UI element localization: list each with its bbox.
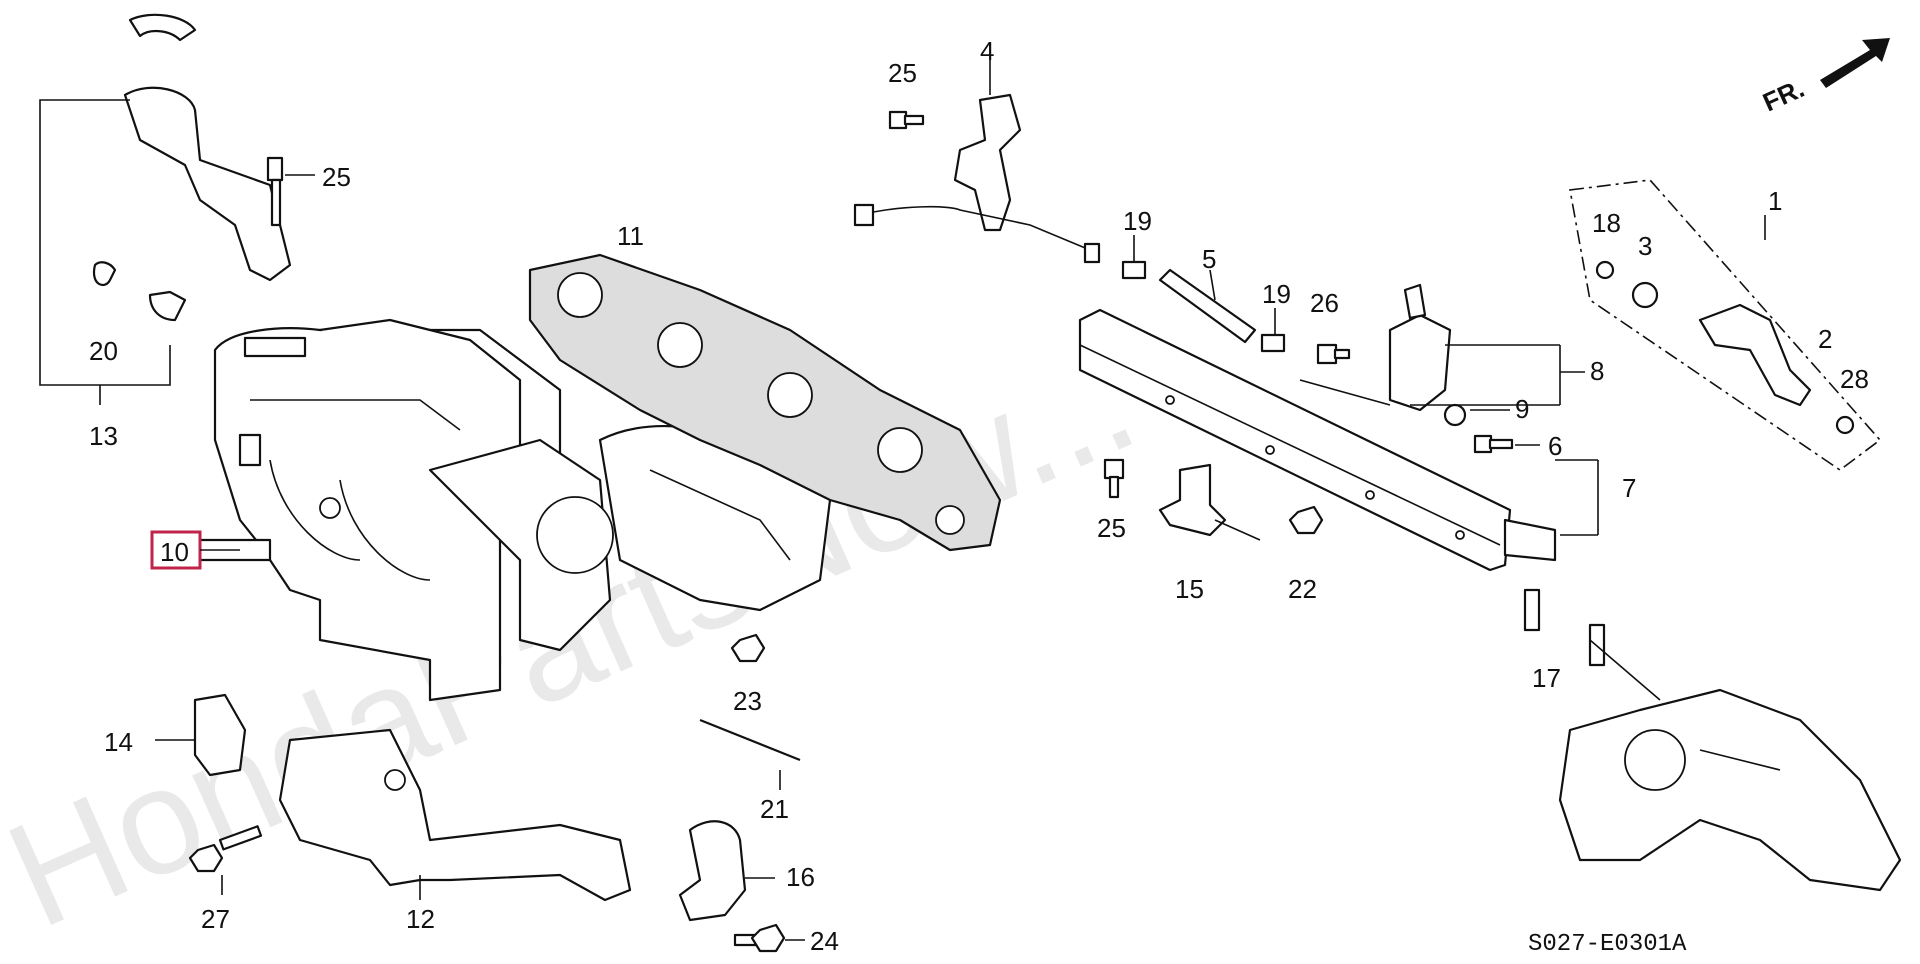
label-part-17[interactable]: 17	[1532, 663, 1561, 693]
o-ring-9[interactable]	[1443, 403, 1510, 427]
label-part-5[interactable]: 5	[1202, 244, 1216, 274]
nut-22[interactable]	[1288, 505, 1324, 535]
fuel-rail-7[interactable]	[1078, 308, 1599, 572]
label-part-19-right[interactable]: 19	[1262, 279, 1291, 309]
clip-16[interactable]	[678, 820, 775, 922]
bolt-25-mid[interactable]	[1103, 458, 1125, 499]
label-part-6[interactable]: 6	[1548, 431, 1562, 461]
label-part-1[interactable]: 1	[1768, 186, 1782, 216]
label-part-7[interactable]: 7	[1622, 473, 1636, 503]
stud-21[interactable]	[699, 718, 801, 790]
hose-5[interactable]	[1158, 268, 1257, 344]
front-direction-indicator: FR.	[1758, 38, 1890, 117]
bolt-27[interactable]	[188, 825, 263, 895]
diagram-code: S027-E0301A	[1528, 931, 1687, 958]
o-ring-18[interactable]	[1595, 260, 1615, 280]
pressure-regulator-8[interactable]	[1299, 283, 1585, 412]
direction-label: FR.	[1758, 73, 1808, 117]
label-part-8[interactable]: 8	[1590, 356, 1604, 386]
screw-6[interactable]	[1473, 434, 1540, 454]
label-part-20[interactable]: 20	[89, 336, 118, 366]
label-part-25-mid[interactable]: 25	[1097, 513, 1126, 543]
label-part-28[interactable]: 28	[1840, 364, 1869, 394]
fuel-pipe-bracket-4[interactable]	[853, 60, 1101, 264]
label-part-19-left[interactable]: 19	[1123, 206, 1152, 236]
label-part-25-top[interactable]: 25	[888, 58, 917, 88]
bolt-26[interactable]	[1316, 343, 1351, 365]
gasket-11[interactable]	[528, 253, 1002, 552]
front-arrow-icon	[1820, 38, 1890, 88]
injector-group-1[interactable]	[1569, 179, 1882, 471]
label-part-2[interactable]: 2	[1818, 324, 1832, 354]
clamp-19-left[interactable]	[1121, 235, 1147, 280]
cylinder-head-ref	[1558, 639, 1902, 892]
label-part-4[interactable]: 4	[980, 36, 994, 66]
bracket-12[interactable]	[278, 728, 632, 902]
label-part-12[interactable]: 12	[406, 904, 435, 934]
label-part-27[interactable]: 27	[201, 904, 230, 934]
label-part-13[interactable]: 13	[89, 421, 118, 451]
part-10-callout[interactable]	[150, 530, 240, 570]
label-part-15[interactable]: 15	[1175, 574, 1204, 604]
injector-2[interactable]	[1698, 303, 1812, 407]
seal-3[interactable]	[1631, 281, 1659, 309]
label-part-16[interactable]: 16	[786, 862, 815, 892]
label-part-25-left[interactable]: 25	[322, 162, 351, 192]
label-part-14[interactable]: 14	[104, 727, 133, 757]
label-part-21[interactable]: 21	[760, 794, 789, 824]
label-part-11[interactable]: 11	[617, 221, 644, 251]
label-part-23[interactable]: 23	[733, 686, 762, 716]
bolt-25-top[interactable]	[888, 110, 925, 130]
nut-23[interactable]	[730, 633, 766, 663]
bolt-25-left[interactable]	[266, 156, 315, 227]
clamp-19-right[interactable]	[1260, 308, 1286, 353]
label-part-18[interactable]: 18	[1592, 208, 1621, 238]
bracket-15[interactable]	[1158, 463, 1261, 541]
label-part-24[interactable]: 24	[810, 926, 839, 956]
label-part-10[interactable]: 10	[160, 537, 189, 567]
stud-17[interactable]	[1523, 588, 1606, 667]
bolt-24[interactable]	[733, 923, 805, 953]
label-part-3[interactable]: 3	[1638, 231, 1652, 261]
label-part-26[interactable]: 26	[1310, 288, 1339, 318]
seal-28[interactable]	[1835, 415, 1855, 435]
clip-14[interactable]	[155, 693, 247, 777]
label-part-9[interactable]: 9	[1515, 394, 1529, 424]
bracket-group-13[interactable]	[39, 13, 292, 405]
label-part-22[interactable]: 22	[1288, 574, 1317, 604]
